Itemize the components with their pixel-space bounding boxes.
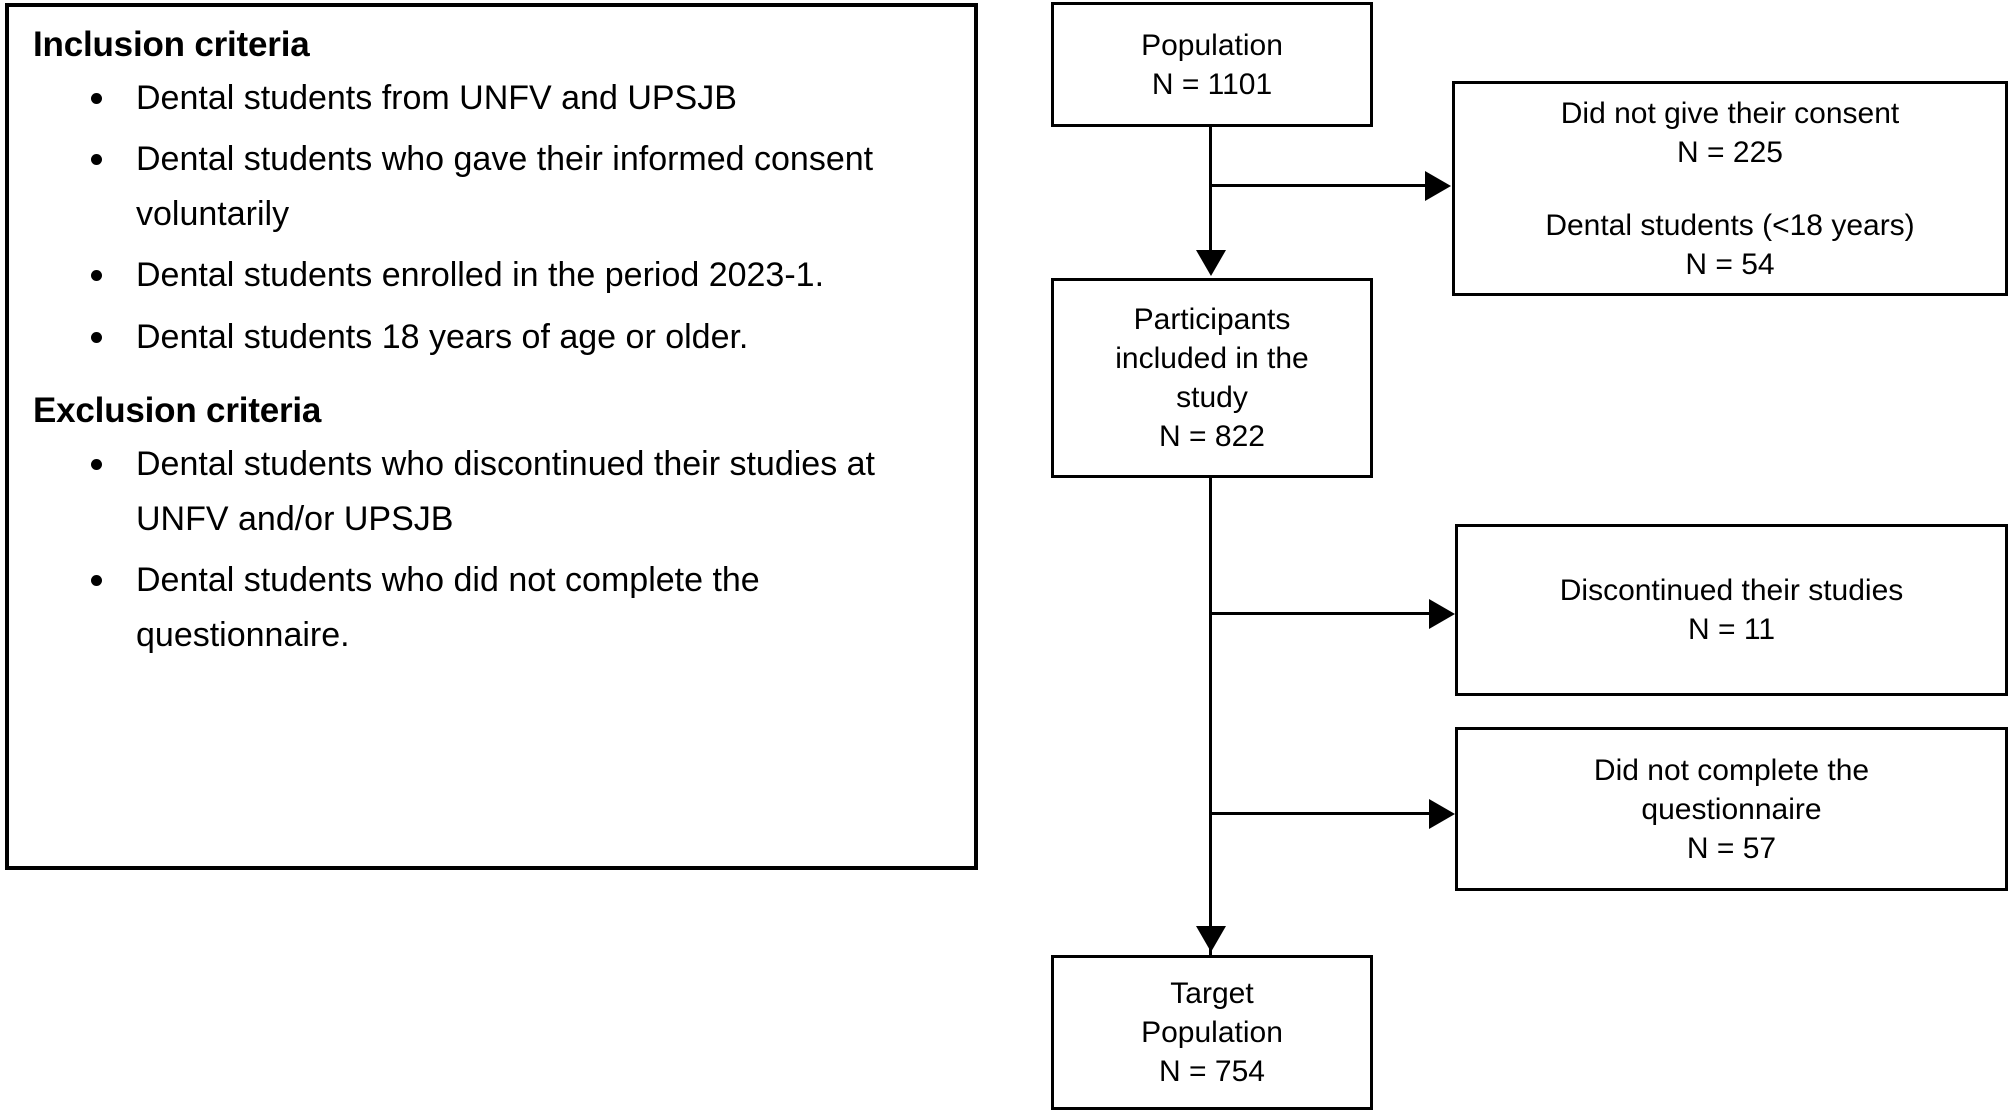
criteria-panel: Inclusion criteria Dental students from … — [5, 3, 978, 870]
inclusion-criteria-item: Dental students from UNFV and UPSJB — [33, 71, 954, 126]
flow-node-target-population-label-line1: Target — [1170, 977, 1254, 1010]
arrowhead-right-to-discontinued — [1429, 599, 1455, 629]
inclusion-criteria-item-text: Dental students from UNFV and UPSJB — [136, 79, 737, 118]
inclusion-criteria-item: Dental students enrolled in the period 2… — [33, 248, 954, 303]
criteria-panel-content: Inclusion criteria Dental students from … — [9, 7, 974, 663]
inclusion-criteria-item: Dental students 18 years of age or older… — [33, 310, 954, 365]
exclusion-criteria-item: Dental students who did not complete the… — [33, 553, 954, 663]
flow-node-participants-label-line3: study — [1176, 381, 1248, 414]
flow-node-discontinued-label: Discontinued their studies — [1559, 574, 1904, 607]
flow-node-not-completed-label-line2: questionnaire — [1641, 792, 1822, 826]
inclusion-criteria-item-text: Dental students enrolled in the period 2… — [136, 256, 825, 295]
flow-node-not-consented-label-a: Did not give their consent — [1560, 96, 1900, 130]
exclusion-criteria-item-text: Dental students who discontinued their s… — [136, 444, 876, 538]
arrowhead-right-to-not-consented — [1425, 171, 1451, 201]
inclusion-criteria-item: Dental students who gave their informed … — [33, 132, 954, 242]
connector-participants-to-discontinued — [1209, 612, 1431, 615]
bullet-icon — [91, 270, 102, 282]
connector-participants-to-not-completed — [1209, 812, 1431, 815]
arrowhead-down-to-target — [1196, 926, 1226, 952]
inclusion-criteria-heading: Inclusion criteria — [33, 25, 310, 64]
flow-node-not-completed: Did not complete the questionnaire N = 5… — [1455, 727, 2008, 891]
arrowhead-down-to-participants — [1196, 250, 1226, 276]
flow-node-participants-count: N = 822 — [1159, 420, 1265, 453]
flow-node-target-population-label-line2: Population — [1141, 1016, 1283, 1049]
flow-node-not-completed-count: N = 57 — [1686, 831, 1777, 865]
flow-node-not-consented: Did not give their consent N = 225 Denta… — [1452, 81, 2008, 296]
exclusion-criteria-item: Dental students who discontinued their s… — [33, 437, 954, 547]
inclusion-criteria-list: Dental students from UNFV and UPSJB Dent… — [33, 71, 954, 364]
flow-node-population: Population N = 1101 — [1051, 2, 1373, 127]
connector-participants-to-target — [1209, 478, 1212, 955]
flow-node-not-consented-label-b: Dental students (<18 years) — [1545, 208, 1915, 242]
flow-node-target-population: Target Population N = 754 — [1051, 955, 1373, 1110]
bullet-icon — [91, 331, 102, 343]
connector-population-to-participants — [1209, 126, 1212, 252]
inclusion-criteria-item-text: Dental students who gave their informed … — [136, 140, 874, 234]
flow-node-discontinued-count: N = 11 — [1688, 613, 1775, 646]
exclusion-criteria-list: Dental students who discontinued their s… — [33, 437, 954, 663]
flow-node-not-consented-count-b: N = 54 — [1685, 247, 1775, 281]
flow-node-participants-label-line1: Participants — [1133, 303, 1291, 336]
bullet-icon — [91, 93, 102, 105]
flow-node-population-count: N = 1101 — [1151, 67, 1273, 101]
bullet-icon — [91, 458, 102, 470]
flow-node-target-population-count: N = 754 — [1159, 1055, 1265, 1088]
flow-node-not-consented-count-a: N = 225 — [1677, 135, 1783, 169]
arrowhead-right-to-not-completed — [1429, 799, 1455, 829]
exclusion-criteria-heading: Exclusion criteria — [33, 390, 322, 430]
bullet-icon — [91, 154, 102, 166]
bullet-icon — [91, 575, 102, 587]
flow-node-population-label: Population — [1141, 28, 1283, 62]
inclusion-criteria-item-text: Dental students 18 years of age or older… — [136, 317, 749, 356]
exclusion-criteria-item-text: Dental students who did not complete the… — [136, 561, 760, 655]
flow-node-not-completed-label-line1: Did not complete the — [1593, 753, 1870, 787]
flow-node-participants-label-line2: included in the — [1115, 342, 1309, 375]
connector-population-to-not-consented — [1209, 184, 1427, 187]
flow-node-discontinued: Discontinued their studies N = 11 — [1455, 524, 2008, 696]
flow-node-participants: Participants included in the study N = 8… — [1051, 278, 1373, 478]
